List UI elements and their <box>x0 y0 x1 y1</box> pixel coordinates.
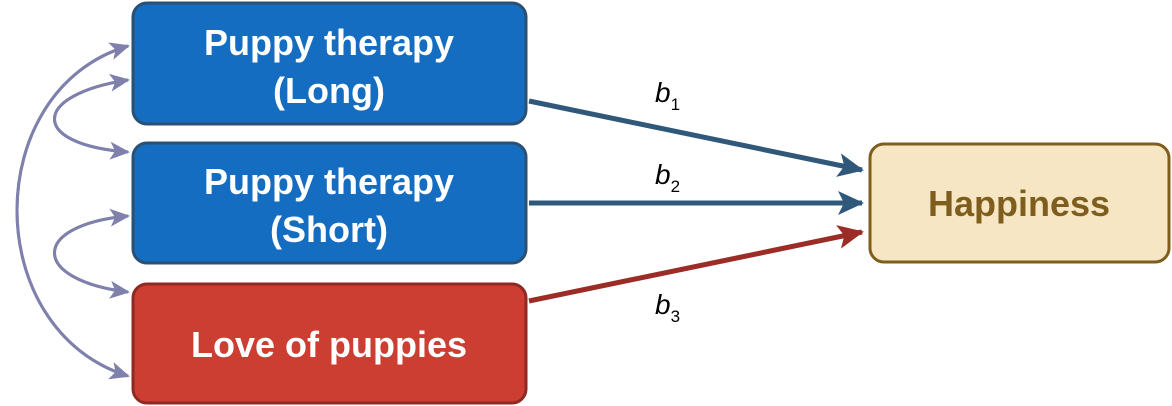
node-happiness-label: Happiness <box>928 183 1110 224</box>
node-short-box <box>131 141 528 265</box>
coef-b1-sub: 1 <box>671 95 680 114</box>
node-long-line2: (Long) <box>273 70 385 111</box>
coef-b2-sub: 2 <box>671 177 680 196</box>
coef-b3: b3 <box>655 289 680 326</box>
node-short-line1: Puppy therapy <box>204 161 454 202</box>
covariance-arc-love-long <box>15 42 130 378</box>
node-puppy-therapy-long: Puppy therapy (Long) <box>131 1 528 126</box>
covariance-arc-long-short-a <box>53 78 130 160</box>
coef-b3-letter: b <box>655 289 671 320</box>
node-long-line1: Puppy therapy <box>204 22 454 63</box>
node-love-of-puppies: Love of puppies <box>131 282 528 405</box>
covariance-arc-long-short-b <box>53 73 130 154</box>
node-love-box <box>131 282 528 405</box>
covariance-arc-short-love-a <box>53 214 130 299</box>
regression-paths <box>528 98 864 304</box>
covariance-arcs <box>15 42 130 380</box>
coef-b2: b2 <box>655 159 680 196</box>
node-puppy-therapy-short: Puppy therapy (Short) <box>131 141 528 265</box>
path-b3 <box>528 225 864 304</box>
node-love-label: Love of puppies <box>191 324 467 365</box>
node-happiness: Happiness <box>868 142 1171 264</box>
coef-b3-sub: 3 <box>671 307 680 326</box>
coef-b2-letter: b <box>655 159 671 190</box>
node-long-box <box>131 1 528 126</box>
node-happiness-box <box>868 142 1171 264</box>
covariance-arc-short-love-b <box>53 208 130 294</box>
coef-b1-letter: b <box>655 77 671 108</box>
coef-b1: b1 <box>655 77 680 114</box>
node-short-line2: (Short) <box>270 209 388 250</box>
path-b1 <box>528 98 864 177</box>
